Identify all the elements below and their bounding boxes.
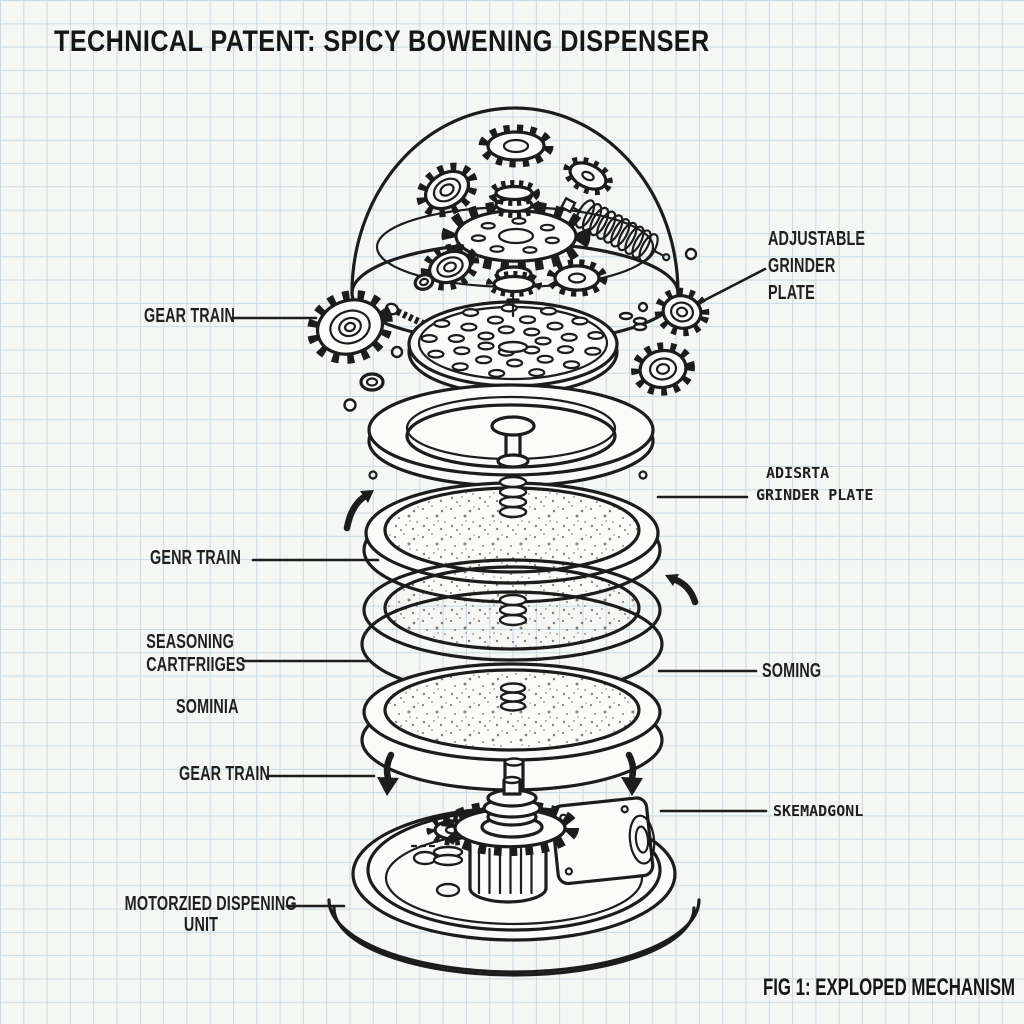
callout-sominia: SOMINIA: [176, 696, 239, 718]
spring-icon: [559, 196, 671, 263]
rotation-arrow-icon: [665, 574, 699, 606]
washer-icon: [413, 273, 435, 291]
rotation-arrow-icon: [343, 490, 374, 532]
fastener-icons: [343, 247, 698, 480]
main-gear: [449, 180, 583, 297]
gearbox-drum: [468, 843, 548, 904]
threaded-shaft: [498, 593, 528, 627]
motor-block: [550, 796, 656, 886]
callout-gear-train-lower: GEAR TRAIN: [179, 763, 271, 785]
gear-icon: [421, 242, 480, 292]
callout-adjustable-grinder-plate: ADJUSTABLE GRINDER PLATE: [768, 228, 866, 304]
base-hole: [435, 882, 461, 898]
threaded-shaft: [499, 682, 527, 712]
callout-genr-train: GENR TRAIN: [150, 547, 242, 569]
base-hole: [412, 850, 438, 866]
down-arrow-icon: [621, 751, 643, 796]
bearing-cup: [486, 265, 542, 297]
yellow-spice-cartridge: [360, 662, 664, 792]
adjustment-knob: [490, 415, 536, 469]
gear-icon: [633, 344, 692, 394]
gear-icon: [414, 159, 480, 221]
gear-train-gear: [306, 287, 395, 366]
callout-skemadgonl: SKEMADGONL: [773, 802, 864, 820]
shaft-stack: [480, 775, 544, 839]
motorized-base-unit: [327, 775, 701, 977]
leader-lines: [231, 267, 768, 908]
down-arrow-icon: [377, 751, 399, 796]
gear-icon: [551, 264, 603, 293]
figure-caption: FIG 1: EXPLOPED MECHANISM: [763, 974, 1016, 1001]
gear-icon: [484, 130, 548, 162]
grinder-plate: [407, 296, 619, 396]
callout-motorized-dispensing-unit: MOTORZIED DISPENING UNIT: [124, 893, 297, 936]
gear-icon: [562, 155, 613, 198]
callout-seasoning-cartridges: SEASONING CARTFRIIGES: [146, 631, 246, 676]
page-title: TECHNICAL PATENT: SPICY BOWENING DISPENS…: [54, 25, 710, 58]
leader-adjustable-grinder-plate: [701, 267, 767, 303]
threaded-shaft: [498, 475, 528, 519]
callout-adisrta-grinder-plate: GRINDER PLATE: [756, 486, 874, 504]
callout-soming: SOMING: [762, 660, 822, 682]
callout-adisrta: ADISRTA: [766, 464, 830, 482]
gear-icon: [655, 288, 708, 336]
callout-gear-train-top: GEAR TRAIN: [144, 305, 236, 327]
